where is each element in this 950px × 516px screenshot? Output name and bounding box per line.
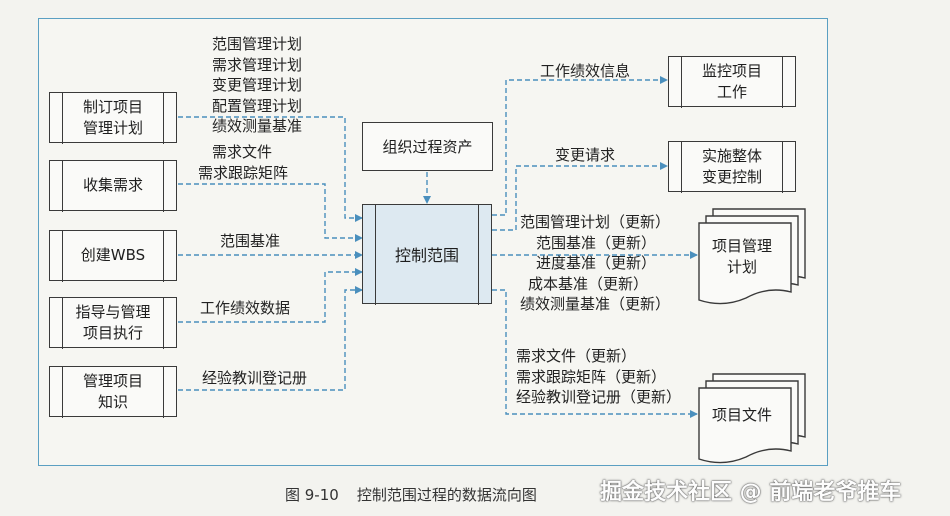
plan-inputs-list: 范围管理计划 需求管理计划 变更管理计划 配置管理计划 绩效测量基准 xyxy=(212,34,302,137)
arrow-change xyxy=(492,162,668,231)
figure-title: 控制范围过程的数据流向图 xyxy=(356,486,537,504)
project-docs-doc-icon xyxy=(698,373,806,464)
plan-input-item: 范围管理计划 xyxy=(212,35,303,53)
change-output-label: 变更请求 xyxy=(555,146,616,164)
arrow-plan xyxy=(178,116,363,222)
project-docs-output-item: 经验教训登记册（更新） xyxy=(516,388,682,406)
plan-input-item: 需求管理计划 xyxy=(212,55,303,74)
org-process-assets-label: 组织过程资产 xyxy=(382,138,473,156)
pm-plan-output-item: 绩效测量基准（更新） xyxy=(520,295,671,313)
collect-input-item: 需求跟踪矩阵 xyxy=(198,163,289,182)
watermark: 掘金技术社区 @ 前端老爷推车 xyxy=(600,480,902,505)
output-change-control-label: 实施整体 变更控制 xyxy=(701,146,762,186)
input-collect-label: 收集需求 xyxy=(82,176,143,194)
input-plan-label: 制订项目 管理计划 xyxy=(82,97,143,137)
project-docs-output-item: 需求文件（更新） xyxy=(516,347,637,365)
arrow-direct xyxy=(178,268,363,323)
project-docs-output-item: 需求跟踪矩阵（更新） xyxy=(516,367,667,386)
project-docs-outputs-list: 需求文件（更新） 需求跟踪矩阵（更新） 经验教训登记册（更新） xyxy=(516,346,681,408)
arrow-docs xyxy=(492,289,698,418)
control-scope-label: 控制范围 xyxy=(394,246,459,265)
arrow-collect xyxy=(178,183,363,242)
collect-inputs-list: 需求文件 需求跟踪矩阵 xyxy=(198,142,288,183)
plan-input-item: 变更管理计划 xyxy=(212,76,303,94)
output-monitor: 监控项目 工作 xyxy=(668,55,796,108)
arrow-knowledge xyxy=(178,286,363,391)
input-collect: 收集需求 xyxy=(49,159,177,212)
collect-input-item: 需求文件 xyxy=(212,143,273,161)
control-scope-process: 控制范围 xyxy=(362,203,492,305)
plan-input-item: 绩效测量基准 xyxy=(212,117,303,135)
direct-input-label: 工作绩效数据 xyxy=(200,299,291,317)
output-change-control: 实施整体 变更控制 xyxy=(668,140,796,193)
pm-plan-output-item: 范围基准（更新） xyxy=(536,233,657,252)
pm-plan-output-item: 成本基准（更新） xyxy=(528,274,649,293)
org-process-assets-box: 组织过程资产 xyxy=(362,122,493,171)
pm-plan-output-item: 进度基准（更新） xyxy=(536,254,657,272)
input-knowledge-label: 管理项目 知识 xyxy=(82,371,143,411)
pm-plan-outputs-list: 范围管理计划（更新） 范围基准（更新） 进度基准（更新） 成本基准（更新） 绩效… xyxy=(520,212,670,315)
input-wbs-label: 创建WBS xyxy=(80,246,146,264)
pm-plan-output-item: 范围管理计划（更新） xyxy=(520,213,671,231)
output-project-docs-label: 项目文件 xyxy=(711,406,772,424)
output-monitor-label: 监控项目 工作 xyxy=(701,61,762,101)
pm-plan-doc-icon xyxy=(698,208,806,305)
figure-caption: 图 9-10 控制范围过程的数据流向图 xyxy=(285,484,537,505)
input-plan: 制订项目 管理计划 xyxy=(49,91,177,144)
figure-number: 图 9-10 xyxy=(285,486,339,504)
plan-input-item: 配置管理计划 xyxy=(212,96,303,115)
input-direct: 指导与管理 项目执行 xyxy=(49,296,177,349)
arrow-monitor xyxy=(492,76,668,216)
knowledge-input-label: 经验教训登记册 xyxy=(202,369,308,387)
output-pm-plan-label: 项目管理 计划 xyxy=(711,237,772,276)
input-direct-label: 指导与管理 项目执行 xyxy=(75,302,151,342)
wbs-input-label: 范围基准 xyxy=(220,232,281,250)
input-knowledge: 管理项目 知识 xyxy=(49,365,177,418)
monitor-output-label: 工作绩效信息 xyxy=(540,62,631,80)
input-wbs: 创建WBS xyxy=(49,229,177,282)
